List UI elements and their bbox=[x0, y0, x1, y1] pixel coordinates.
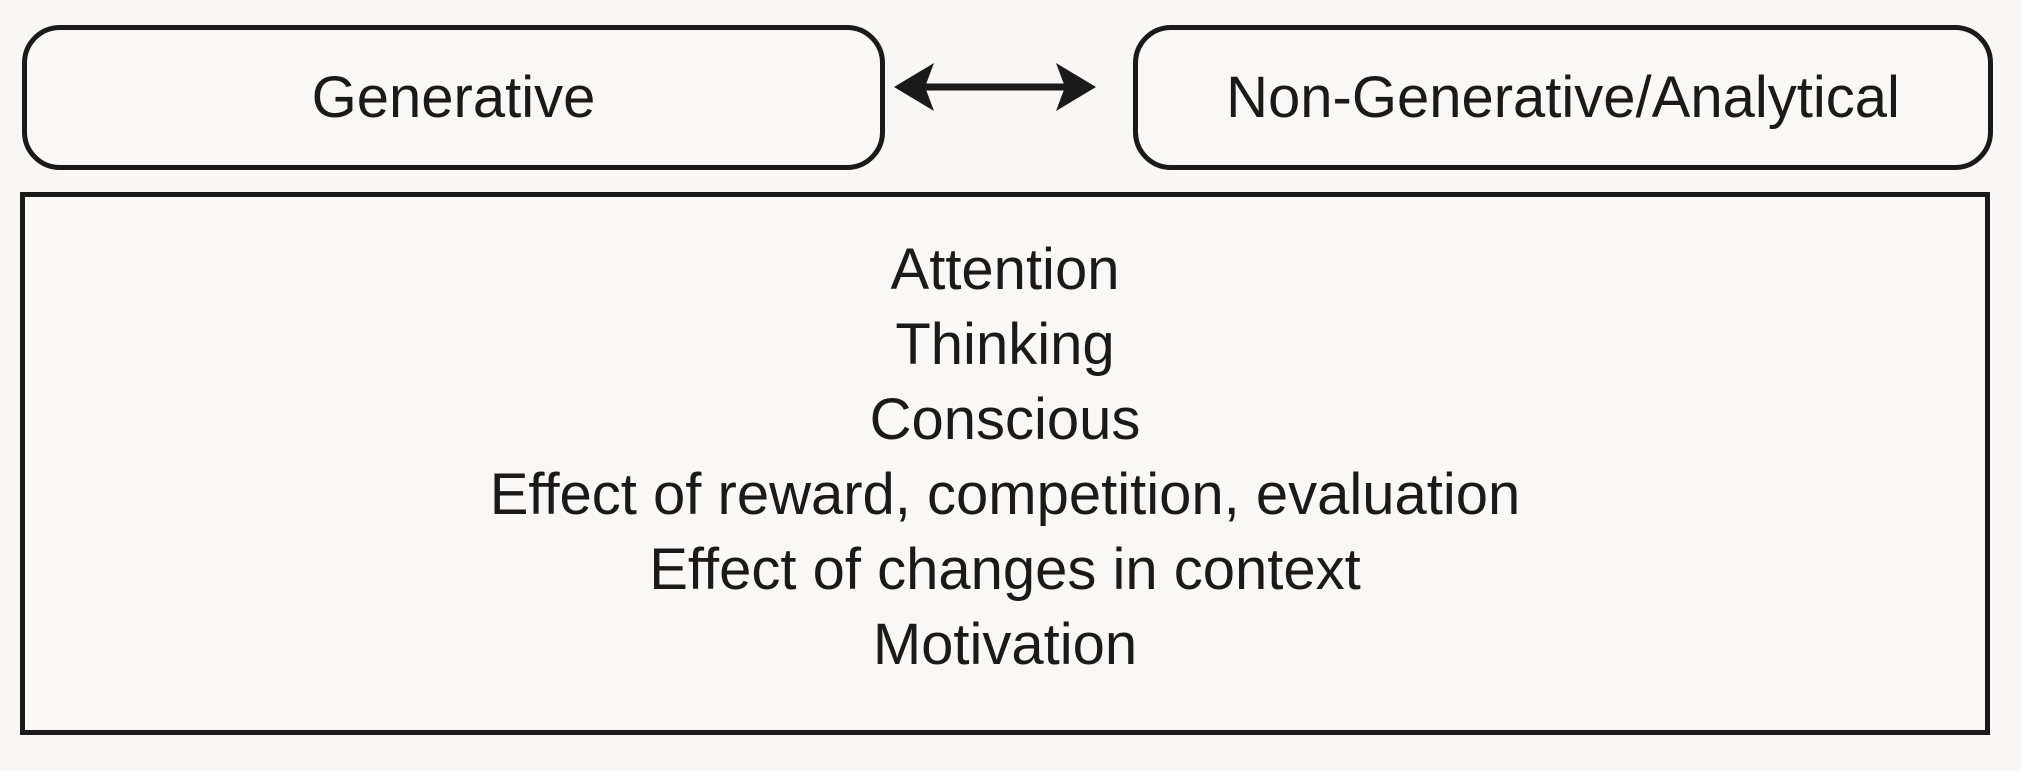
generative-box-label: Generative bbox=[311, 64, 596, 130]
characteristic-item: Conscious bbox=[869, 386, 1141, 452]
characteristic-item: Attention bbox=[890, 236, 1120, 302]
double-headed-arrow-icon bbox=[892, 56, 1098, 118]
characteristic-item: Effect of changes in context bbox=[649, 536, 1361, 602]
generative-box: Generative bbox=[22, 25, 885, 170]
non-generative-box: Non-Generative/Analytical bbox=[1133, 25, 1993, 170]
characteristic-item: Motivation bbox=[872, 611, 1138, 677]
characteristic-item: Thinking bbox=[895, 311, 1115, 377]
non-generative-box-label: Non-Generative/Analytical bbox=[1226, 64, 1900, 130]
characteristics-box: Attention Thinking Conscious Effect of r… bbox=[20, 192, 1990, 735]
characteristic-item: Effect of reward, competition, evaluatio… bbox=[489, 461, 1521, 527]
